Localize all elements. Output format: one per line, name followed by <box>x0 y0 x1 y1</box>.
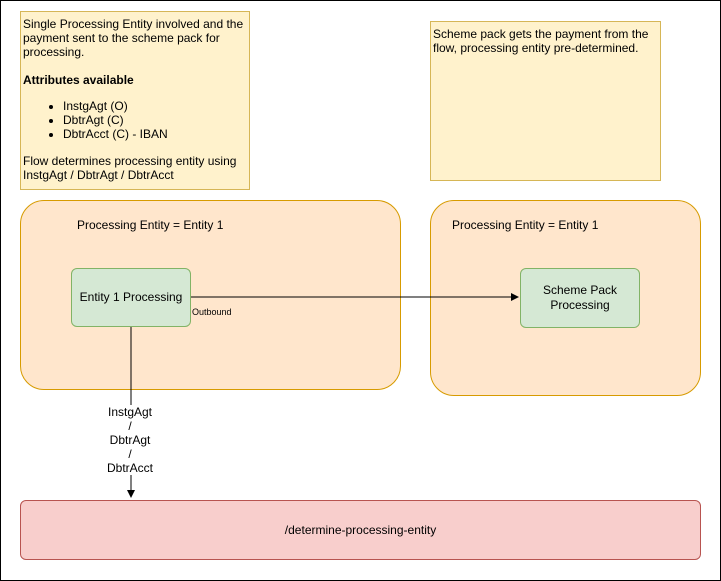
node-scheme-pack-processing[interactable]: Scheme Pack Processing <box>520 268 640 328</box>
note-intro: Single Processing Entity involved and th… <box>23 17 244 59</box>
node-entity-1-processing-label: Entity 1 Processing <box>79 290 183 304</box>
region-label-left: Processing Entity = Entity 1 <box>77 218 224 232</box>
node-entity-1-processing[interactable]: Entity 1 Processing <box>71 268 191 327</box>
region-label-right: Processing Entity = Entity 1 <box>452 218 599 232</box>
edge-label-line: / <box>128 419 132 433</box>
note-attributes-list: InstgAgt (O) DbtrAgt (C) DbtrAcct (C) - … <box>23 99 245 141</box>
note-scheme-pack-text: Scheme pack gets the payment from the fl… <box>433 27 649 55</box>
node-scheme-pack-processing-label: Scheme Pack Processing <box>542 283 618 312</box>
note-attribute-item: InstgAgt (O) <box>63 99 245 113</box>
node-determine-processing-entity[interactable]: /determine-processing-entity <box>20 500 701 560</box>
note-single-processing-entity: Single Processing Entity involved and th… <box>20 11 250 190</box>
note-attributes-heading: Attributes available <box>23 73 134 87</box>
edge-label-outbound: Outbound <box>192 307 232 317</box>
edge-label-determine: InstgAgt / DbtrAgt / DbtrAcct <box>100 405 160 475</box>
note-scheme-pack: Scheme pack gets the payment from the fl… <box>430 21 661 181</box>
edge-label-line: DbtrAgt <box>109 433 151 447</box>
note-footer: Flow determines processing entity using … <box>23 154 237 182</box>
edge-label-line: InstgAgt <box>107 405 153 419</box>
edge-label-line: DbtrAcct <box>106 461 153 475</box>
node-determine-processing-entity-label: /determine-processing-entity <box>284 523 437 537</box>
note-attribute-item: DbtrAcct (C) - IBAN <box>63 127 245 141</box>
edge-label-line: / <box>128 447 132 461</box>
note-attribute-item: DbtrAgt (C) <box>63 113 245 127</box>
